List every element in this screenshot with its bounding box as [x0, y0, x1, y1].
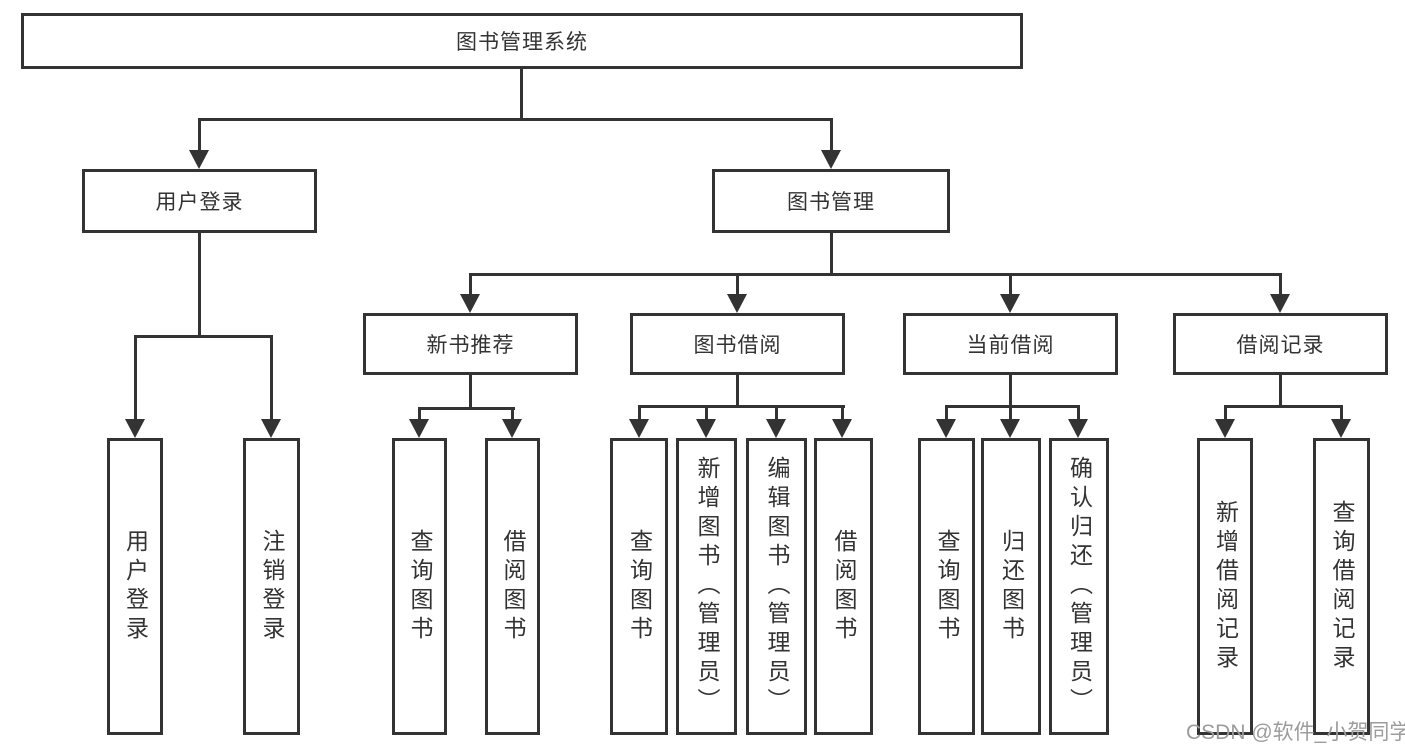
connector-line	[1077, 405, 1080, 422]
connector-line	[270, 335, 273, 421]
node-new-book-recommendation: 新书推荐	[363, 313, 578, 375]
connector-line	[775, 405, 778, 422]
arrow-down-icon	[629, 419, 649, 438]
connector-line	[945, 405, 948, 422]
node-leaf-borrow-books-recommend: 借阅图书	[485, 438, 540, 735]
arrow-down-icon	[936, 419, 956, 438]
connector-line	[134, 335, 273, 338]
connector-line	[945, 405, 1080, 408]
arrow-down-icon	[125, 419, 145, 438]
connector-line	[418, 407, 515, 410]
arrow-down-icon	[727, 294, 747, 313]
arrow-down-icon	[460, 294, 480, 313]
arrow-down-icon	[1000, 294, 1020, 313]
node-leaf-user-login: 用户登录	[107, 438, 163, 735]
connector-line	[198, 118, 201, 152]
arrow-down-icon	[696, 419, 716, 438]
connector-line	[705, 405, 708, 422]
arrow-down-icon	[189, 150, 209, 169]
node-borrowing-records: 借阅记录	[1173, 313, 1388, 375]
connector-line	[638, 405, 845, 408]
arrow-down-icon	[1068, 419, 1088, 438]
node-leaf-edit-books-admin: 编辑图书（管理员）	[746, 438, 807, 735]
connector-line	[830, 233, 833, 275]
arrow-down-icon	[409, 419, 429, 438]
node-current-borrowing: 当前借阅	[903, 313, 1118, 375]
node-leaf-query-books-borrow: 查询图书	[610, 438, 668, 735]
connector-line	[830, 118, 833, 152]
connector-line	[1009, 375, 1012, 408]
connector-line	[841, 405, 844, 422]
node-leaf-borrow-books: 借阅图书	[814, 438, 873, 735]
connector-line	[638, 405, 641, 422]
connector-line	[469, 375, 472, 410]
node-leaf-query-books-current: 查询图书	[918, 438, 975, 735]
node-leaf-query-borrow-record: 查询借阅记录	[1313, 438, 1370, 735]
arrow-down-icon	[502, 419, 522, 438]
connector-line	[1009, 273, 1012, 297]
connector-line	[198, 233, 201, 337]
connector-line	[469, 273, 472, 297]
connector-line	[1279, 273, 1282, 297]
node-user-login: 用户登录	[82, 169, 317, 233]
connector-line	[1224, 405, 1343, 408]
arrow-down-icon	[1331, 419, 1351, 438]
arrow-down-icon	[1000, 419, 1020, 438]
node-leaf-add-borrow-record: 新增借阅记录	[1197, 438, 1253, 735]
node-library-management-system: 图书管理系统	[21, 13, 1023, 69]
connector-line	[1224, 405, 1227, 422]
connector-line	[736, 273, 739, 297]
arrow-down-icon	[832, 419, 852, 438]
connector-line	[520, 69, 523, 120]
connector-line	[1340, 405, 1343, 422]
node-leaf-confirm-return-admin: 确认归还（管理员）	[1049, 438, 1109, 735]
connector-line	[134, 335, 137, 421]
arrow-down-icon	[1215, 419, 1235, 438]
arrow-down-icon	[261, 419, 281, 438]
arrow-down-icon	[1270, 294, 1290, 313]
node-leaf-logout: 注销登录	[243, 438, 300, 735]
connector-line	[1279, 375, 1282, 408]
connector-line	[198, 118, 833, 121]
connector-line	[1009, 405, 1012, 422]
node-leaf-query-books-recommend: 查询图书	[392, 438, 447, 735]
connector-line	[511, 407, 514, 422]
arrow-down-icon	[766, 419, 786, 438]
node-book-management: 图书管理	[712, 169, 950, 233]
connector-line	[418, 407, 421, 422]
node-book-borrowing: 图书借阅	[630, 313, 845, 375]
arrow-down-icon	[821, 150, 841, 169]
connector-line	[469, 273, 1282, 276]
connector-line	[736, 375, 739, 408]
node-leaf-return-books: 归还图书	[981, 438, 1041, 735]
csdn-watermark: CSDN @软件_小贺同学	[1186, 721, 1405, 744]
node-leaf-add-books-admin: 新增图书（管理员）	[676, 438, 737, 735]
